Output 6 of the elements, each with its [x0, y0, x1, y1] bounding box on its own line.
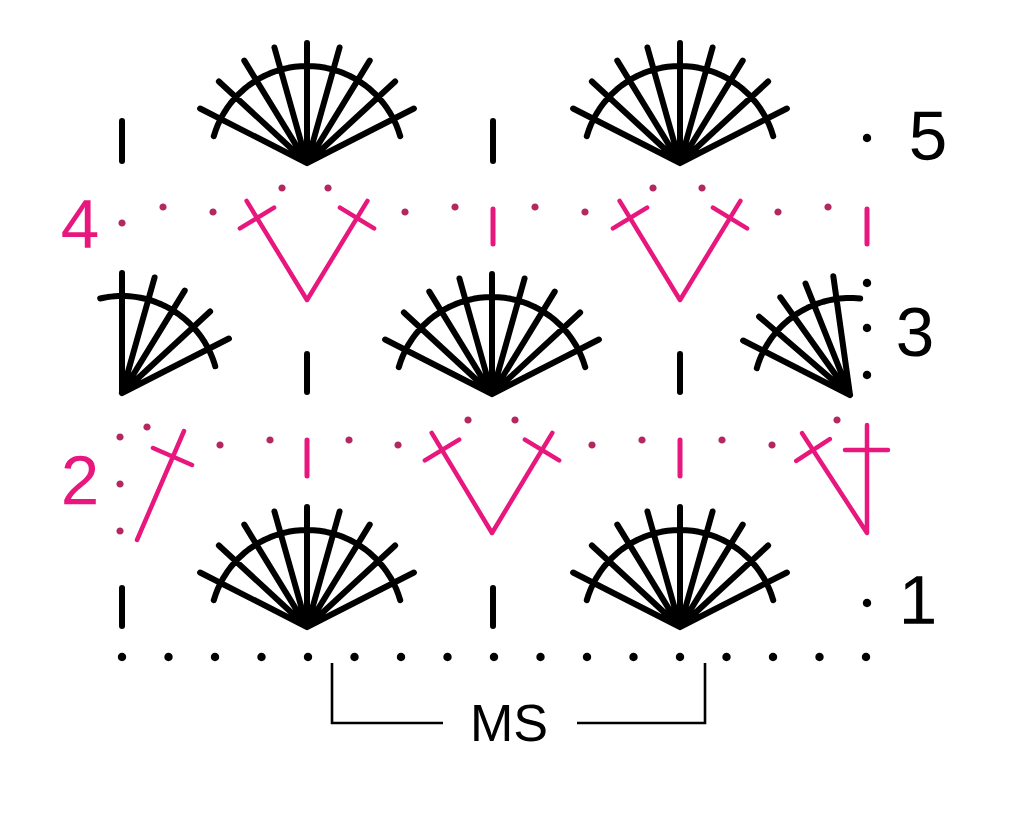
row-number: 4 [62, 200, 98, 248]
row-number: 5 [911, 111, 945, 161]
row-number: 2 [64, 455, 96, 505]
row-number: 1 [904, 576, 934, 624]
repeat-label: MS [474, 704, 546, 742]
row-number: 3 [898, 307, 932, 357]
